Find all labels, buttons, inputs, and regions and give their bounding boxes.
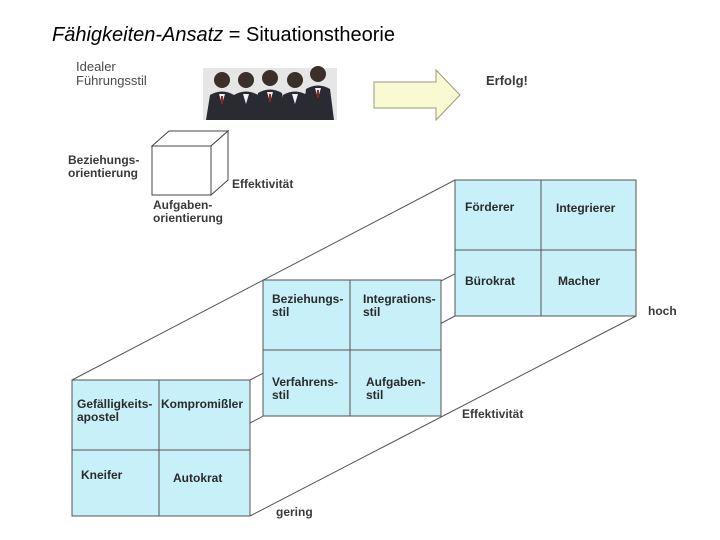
task-orientation-label: Aufgaben- orientierung bbox=[153, 198, 224, 225]
cell-beziehungsstil: Beziehungs- stil bbox=[272, 292, 344, 319]
mid-layer-grid bbox=[262, 279, 442, 417]
success-label: Erfolg! bbox=[486, 73, 528, 88]
cell-aufgabenstil: Aufgaben- stil bbox=[366, 375, 426, 402]
relation-orientation-label: Beziehungs- orientierung bbox=[68, 153, 140, 180]
cell-kompromissler: Kompromißler bbox=[161, 397, 244, 411]
cell-autokrat: Autokrat bbox=[173, 471, 223, 485]
success-arrow bbox=[373, 68, 461, 122]
ideal-style-label: Idealer Führungsstil bbox=[76, 59, 147, 88]
page-title: Fähigkeiten-Ansatz = Situationstheorie bbox=[52, 24, 395, 47]
cell-verfahrensstil: Verfahrens- stil bbox=[272, 375, 339, 402]
cell-kneifer: Kneifer bbox=[81, 468, 123, 482]
axis-low-label: gering bbox=[276, 505, 313, 519]
title-rest-part: = Situationstheorie bbox=[223, 24, 395, 46]
cell-foerderer: Förderer bbox=[465, 200, 515, 214]
cell-gefaelligkeitsapostel: Gefälligkeits- apostel bbox=[77, 397, 153, 424]
cell-integrierer: Integrierer bbox=[556, 201, 616, 215]
cell-macher: Macher bbox=[558, 274, 601, 288]
low-layer-grid bbox=[71, 379, 251, 517]
axis-high-label: hoch bbox=[648, 304, 677, 318]
cell-buerokrat: Bürokrat bbox=[465, 274, 516, 288]
people-image bbox=[203, 66, 337, 120]
axis-effect-label: Effektivität bbox=[462, 407, 524, 421]
title-italic-part: Fähigkeiten-Ansatz bbox=[52, 24, 224, 46]
cell-integrationsstil: Integrations- stil bbox=[363, 292, 436, 319]
high-layer-grid bbox=[454, 179, 637, 317]
small-cube bbox=[150, 129, 230, 197]
cube-effect-label: Effektivität bbox=[232, 177, 294, 191]
